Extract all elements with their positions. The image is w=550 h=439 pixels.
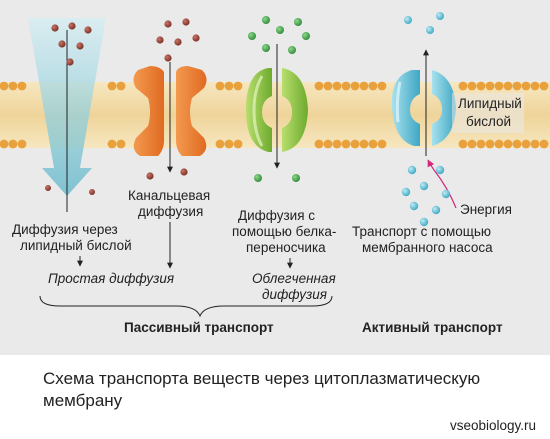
lipid-heads-bottom [0,139,549,149]
lipid-head [530,139,540,149]
lipid-head [485,139,495,149]
diffusion-lipid-line2: липидный бислой [20,238,132,253]
channel-protein [133,62,207,173]
lipid-head [0,139,9,149]
lipid-head [503,139,513,149]
lipid-head [377,139,387,149]
lipid-head [224,139,234,149]
pump-protein [391,49,457,209]
lipid-head [350,139,360,149]
pump-transport-line1: Транспорт с помощью [352,224,491,239]
lipid-bilayer-label: Липидный бислой [452,93,524,133]
carrier-diffusion-line3: переносчика [246,240,326,255]
lipid-head [476,81,486,91]
lipid-head [359,81,369,91]
lipid-head [485,81,495,91]
facilitated-diffusion-line1: Облегченная [252,271,336,286]
lipid-head [467,81,477,91]
lipid-head [512,139,522,149]
diffusion-lipid-line1: Диффузия через [12,222,118,237]
lipid-head [521,81,531,91]
lipid-head [332,81,342,91]
lipid-head [539,139,549,149]
lipid-head [341,81,351,91]
diagram-svg: Липидный бислой Энергия Диффузия через л… [0,12,550,335]
lipid-head [494,81,504,91]
lipid-head [116,81,126,91]
lipid-head [368,81,378,91]
category-arrows [77,222,293,269]
lipid-head [215,139,225,149]
cyan-molecules [401,12,451,227]
lipid-head [323,139,333,149]
lipid-head [530,81,540,91]
lipid-head [467,139,477,149]
facilitated-diffusion-line2: диффузия [262,287,327,302]
lipid-head [233,139,243,149]
lipid-head [17,139,27,149]
carrier-protein [246,44,308,169]
lipid-head [107,81,117,91]
lipid-head [323,81,333,91]
red-molecules [45,18,200,195]
channel-diffusion-line1: Канальцевая [128,188,210,203]
lipid-head [341,139,351,149]
lipid-head [215,81,225,91]
lipid-head [224,81,234,91]
lipid-head [458,81,468,91]
green-molecules [248,16,310,182]
lipid-head [107,139,117,149]
mechanism-labels: Диффузия через липидный бислой Канальцев… [12,188,493,255]
lipid-head [314,81,324,91]
energy-label: Энергия [460,202,512,217]
channel-diffusion-line2: диффузия [138,204,203,219]
lipid-head [233,81,243,91]
lipid-head [377,81,387,91]
active-transport-label: Активный транспорт [362,320,503,335]
lipid-head [8,139,18,149]
lipid-head [494,139,504,149]
lipid-head [521,139,531,149]
lipid-bilayer-line1: Липидный [458,96,522,111]
simple-diffusion-label: Простая диффузия [48,271,174,286]
carrier-diffusion-line1: Диффузия с [238,208,315,223]
lipid-head [116,139,126,149]
lipid-head [503,81,513,91]
site-credit: vseobiology.ru [449,418,536,433]
lipid-head [314,139,324,149]
figure-caption: Схема транспорта веществ через цитоплазм… [43,369,481,410]
carrier-diffusion-line2: помощью белка- [232,224,336,239]
lipid-bilayer-line2: бислой [466,114,511,129]
lipid-head [17,81,27,91]
lipid-head [8,81,18,91]
lipid-head [350,81,360,91]
passive-brace [39,295,333,318]
pump-transport-line2: мембранного насоса [362,240,493,255]
lipid-head [332,139,342,149]
lipid-head [0,81,9,91]
lipid-head [359,139,369,149]
lipid-head [368,139,378,149]
lipid-head [458,139,468,149]
lipid-head [539,81,549,91]
lipid-heads-top [0,81,549,91]
lipid-head [512,81,522,91]
passive-transport-label: Пассивный транспорт [124,320,274,335]
lipid-head [476,139,486,149]
